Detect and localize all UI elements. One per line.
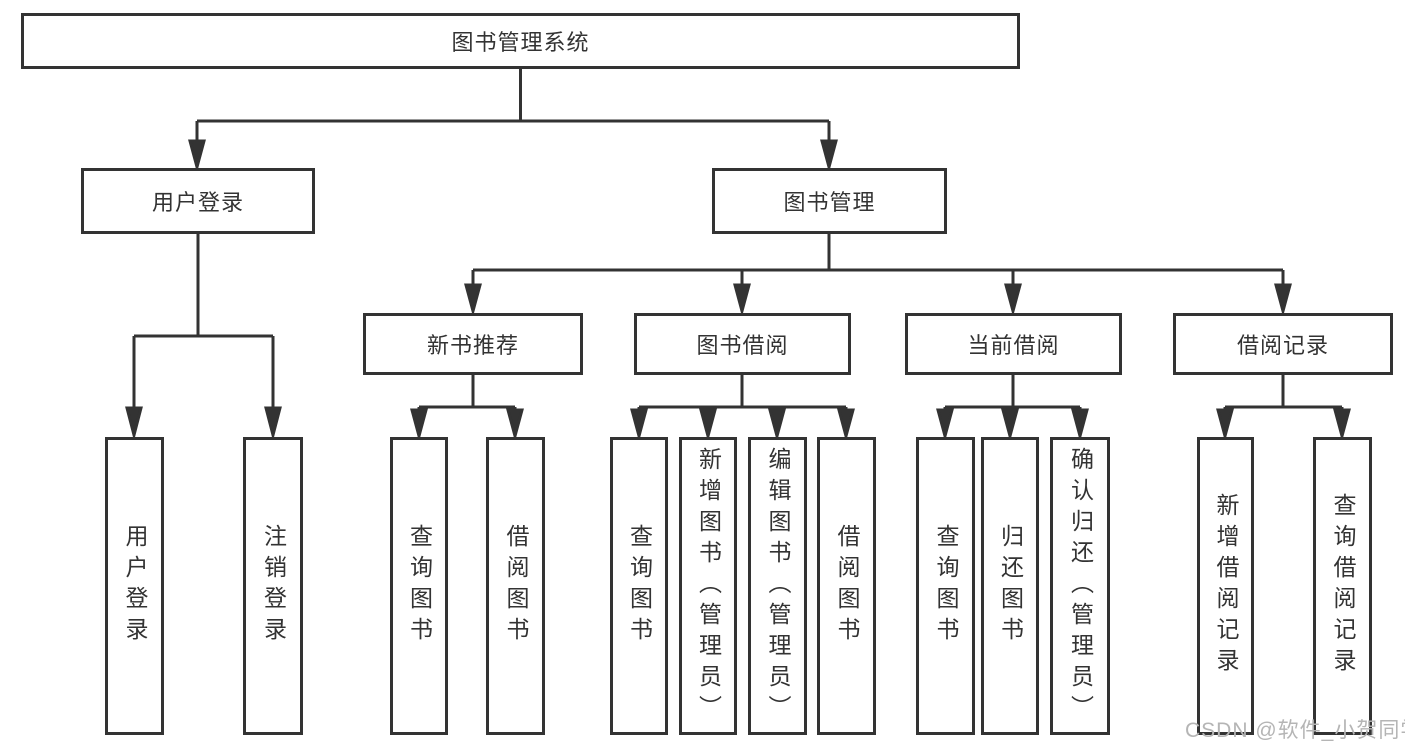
node-label: 新增借阅记录 xyxy=(1213,493,1239,679)
node-label: 图书管理系统 xyxy=(451,30,590,55)
arrow-down-icon xyxy=(410,408,428,442)
leaf-confirm-return-admin: 确认归还（管理员） xyxy=(1050,437,1110,735)
node-label: 图书管理 xyxy=(783,190,876,215)
leaf-query-borrow-record: 查询借阅记录 xyxy=(1313,437,1372,735)
node-label: 归还图书 xyxy=(997,524,1024,648)
arrow-down-icon xyxy=(1274,283,1292,317)
node-label: 编辑图书（管理员） xyxy=(765,446,791,726)
leaf-borrow-books: 借阅图书 xyxy=(817,437,876,735)
arrow-down-icon xyxy=(733,283,751,317)
arrow-down-icon xyxy=(1071,408,1089,442)
leaf-query-books: 查询图书 xyxy=(916,437,975,735)
node-label: 图书借阅 xyxy=(696,333,789,358)
node-label: 查询图书 xyxy=(626,524,653,648)
node-label: 注销登录 xyxy=(260,524,287,648)
connector-current-borrow-to-children xyxy=(936,375,1089,442)
leaf-add-books-admin: 新增图书（管理员） xyxy=(679,437,737,735)
arrow-down-icon xyxy=(464,283,482,317)
leaf-query-books: 查询图书 xyxy=(610,437,668,735)
node-label: 当前借阅 xyxy=(967,333,1060,358)
arrow-down-icon xyxy=(125,406,143,441)
node-user-login: 用户登录 xyxy=(81,168,315,234)
leaf-add-borrow-record: 新增借阅记录 xyxy=(1197,437,1254,735)
node-book-borrow: 图书借阅 xyxy=(634,313,851,375)
leaf-logout: 注销登录 xyxy=(243,437,303,735)
arrow-down-icon xyxy=(1004,283,1022,317)
leaf-query-books: 查询图书 xyxy=(390,437,448,735)
watermark: CSDN @软件_小贺同学 xyxy=(1185,719,1405,742)
node-label: 借阅图书 xyxy=(503,524,529,648)
connector-borrow-records-to-children xyxy=(1216,375,1351,442)
arrow-down-icon xyxy=(820,139,838,173)
arrow-down-icon xyxy=(264,406,282,441)
node-label: 新书推荐 xyxy=(426,333,519,358)
connector-root-to-level2 xyxy=(188,68,838,173)
arrow-down-icon xyxy=(1333,408,1351,442)
arrow-down-icon xyxy=(1001,408,1019,442)
leaf-user-login: 用户登录 xyxy=(105,437,164,735)
arrow-down-icon xyxy=(630,408,648,442)
leaf-borrow-books: 借阅图书 xyxy=(486,437,545,735)
node-label: 用户登录 xyxy=(151,190,244,215)
node-label: 借阅图书 xyxy=(834,524,860,648)
node-new-book-recommend: 新书推荐 xyxy=(363,313,583,375)
connector-book-management-to-level3 xyxy=(464,233,1292,317)
leaf-return-books: 归还图书 xyxy=(981,437,1039,735)
node-label: 查询图书 xyxy=(933,524,959,648)
node-label: 查询借阅记录 xyxy=(1330,493,1356,679)
arrow-down-icon xyxy=(1216,408,1234,442)
node-label: 用户登录 xyxy=(122,524,148,648)
arrow-down-icon xyxy=(936,408,954,442)
connector-book-borrow-to-children xyxy=(630,375,855,442)
node-label: 确认归还（管理员） xyxy=(1067,446,1094,726)
node-label: 新增图书（管理员） xyxy=(695,446,722,726)
arrow-down-icon xyxy=(188,139,206,173)
node-root-system: 图书管理系统 xyxy=(21,13,1020,69)
leaf-edit-books-admin: 编辑图书（管理员） xyxy=(748,437,807,735)
connector-new-book-to-children xyxy=(410,375,524,442)
node-borrow-records: 借阅记录 xyxy=(1173,313,1393,375)
node-label: 查询图书 xyxy=(406,524,433,648)
arrow-down-icon xyxy=(506,408,524,442)
node-current-borrow: 当前借阅 xyxy=(905,313,1122,375)
node-book-management: 图书管理 xyxy=(712,168,947,234)
arrow-down-icon xyxy=(699,408,717,442)
connector-user-login-to-children xyxy=(125,233,282,441)
arrow-down-icon xyxy=(837,408,855,442)
arrow-down-icon xyxy=(768,408,786,442)
node-label: 借阅记录 xyxy=(1236,333,1329,358)
